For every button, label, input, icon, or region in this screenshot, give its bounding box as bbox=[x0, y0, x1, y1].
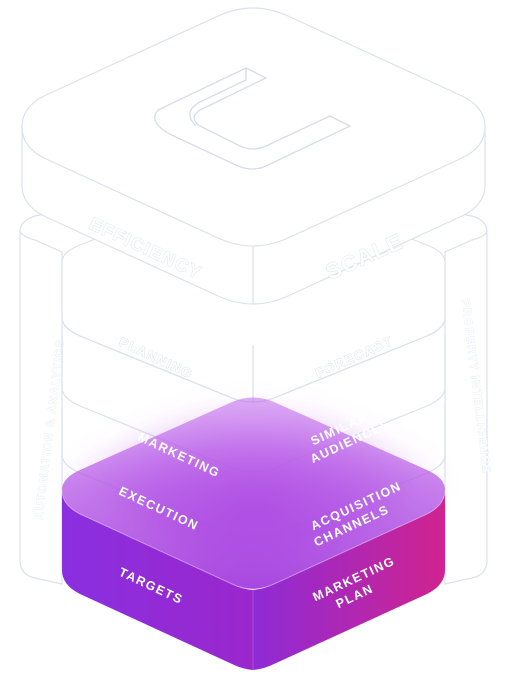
left-pillar: AUTOMATION & ANALYTICS bbox=[19, 211, 68, 585]
right-pillar: PROPERTY INTELLIGENCE bbox=[444, 211, 493, 585]
magnet-icon bbox=[154, 67, 352, 170]
base-layer bbox=[61, 397, 446, 670]
